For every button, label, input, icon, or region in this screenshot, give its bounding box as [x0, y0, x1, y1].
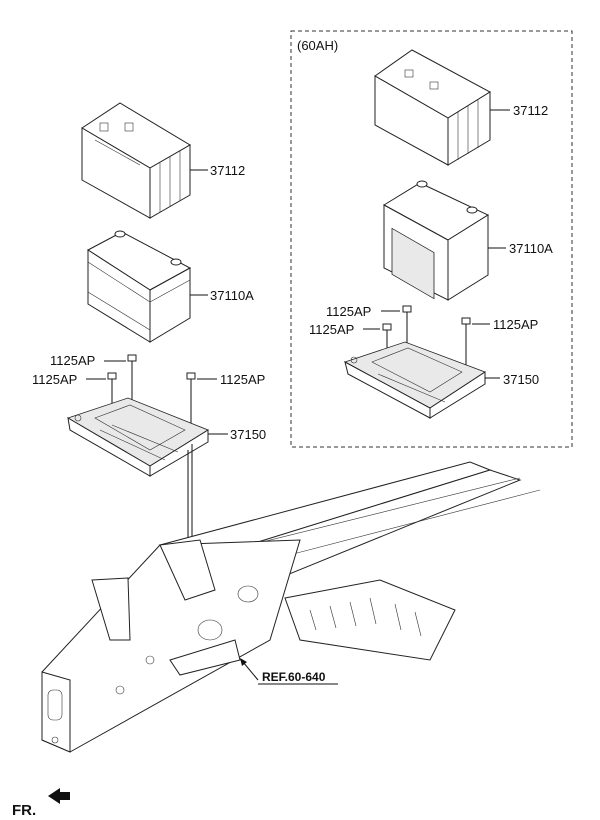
front-direction-indicator: FR. — [12, 788, 70, 819]
right-battery-part-number: 37110A — [509, 241, 553, 256]
right-bolt-left-part-number: 1125AP — [309, 322, 354, 337]
front-direction-label: FR. — [12, 802, 36, 819]
right-bolt-right-part-number: 1125AP — [493, 317, 538, 332]
left-tray-part-number: 37150 — [230, 427, 266, 442]
reference-label: REF.60-640 — [262, 670, 326, 684]
left-bolt-top-part-number: 1125AP — [50, 353, 95, 368]
right-battery-illustration — [383, 180, 490, 301]
right-battery-cover-illustration — [374, 49, 491, 166]
left-bolt-right-part-number: 1125AP — [220, 372, 265, 387]
reference-callout: REF.60-640 — [240, 658, 338, 685]
left-cover-part-number: 37112 — [210, 163, 245, 178]
left-battery-tray-illustration — [67, 397, 209, 477]
variant-60ah-label: (60AH) — [297, 38, 338, 53]
right-battery-tray-illustration — [343, 341, 486, 419]
front-arrow-icon — [48, 788, 70, 804]
right-tray-part-number: 37150 — [503, 372, 539, 387]
right-cover-part-number: 37112 — [513, 103, 548, 118]
left-battery-part-number: 37110A — [210, 288, 254, 303]
left-battery-illustration — [87, 230, 192, 343]
variant-60ah-box: (60AH) — [290, 30, 573, 448]
front-side-member-illustration — [41, 461, 541, 753]
right-bolt-top-part-number: 1125AP — [326, 304, 371, 319]
left-bolt-left-part-number: 1125AP — [32, 372, 77, 387]
left-battery-cover-illustration — [81, 102, 191, 219]
